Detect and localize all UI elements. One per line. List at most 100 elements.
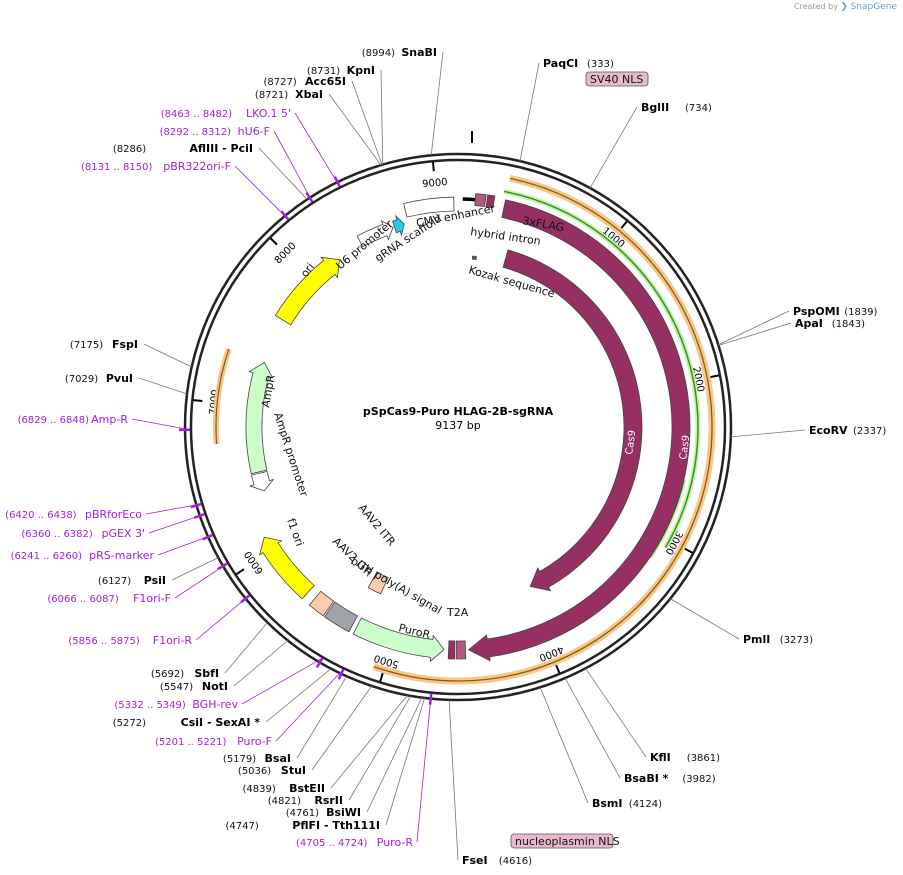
- site-name: XbaI: [295, 88, 323, 101]
- site-fsei: FseI(4616): [462, 854, 532, 867]
- nucleoplasmin-nls-label: nucleoplasmin NLS: [510, 833, 620, 849]
- site-position: (6127): [98, 576, 131, 587]
- site-name: ApaI: [795, 317, 823, 330]
- primer-range: (6829 .. 6848): [18, 415, 90, 426]
- site-apai: ApaI (1843): [795, 317, 865, 330]
- plasmid-name: pSpCas9-Puro HLAG-2B-sgRNA: [363, 405, 554, 418]
- site-leader-line: [448, 699, 459, 861]
- site-leader-line: [296, 676, 348, 759]
- primer-leader-line: [195, 595, 250, 641]
- primer-f1ori-f: F1ori-F(6066 .. 6087): [47, 592, 171, 605]
- site-name: BsmI: [592, 797, 623, 810]
- primer-name: LKO.1 5': [246, 107, 291, 120]
- site-name: PmlI: [743, 633, 770, 646]
- primer-hu6-f: hU6-F (8292 .. 8312): [160, 125, 270, 138]
- site-pflfi-tth111i: PflFI - Tth111I(4747): [226, 819, 380, 832]
- t2a-label: T2A: [446, 606, 469, 619]
- site-xbai: XbaI(8721): [255, 88, 323, 101]
- site-leader-line: [138, 377, 188, 395]
- nls-block: [485, 194, 496, 209]
- site-afliii-pcii: AflIII - PciI(8286): [113, 142, 253, 155]
- credit-brand: SnapGene: [850, 2, 897, 12]
- bgh-polya-block: [323, 601, 358, 633]
- site-leader-line: [351, 80, 383, 165]
- primer-pgex-3: pGEX 3'(6360 .. 6382): [21, 527, 145, 540]
- site-bglii: BglII(734): [641, 101, 712, 114]
- site-name: StuI: [281, 764, 306, 777]
- primer-range: (8292 .. 8312): [160, 127, 232, 138]
- site-name: EcoRV: [809, 424, 848, 437]
- site-name: PspOMI: [793, 305, 840, 318]
- ori-arrow: [274, 256, 340, 326]
- primer-range: (5201 .. 5221): [155, 737, 227, 748]
- site-position: (5036): [238, 766, 271, 777]
- primer-bgh-rev: BGH-rev(5332 .. 5349): [114, 698, 238, 711]
- site-leader-line: [718, 310, 790, 346]
- primer-range: (6360 .. 6382): [21, 529, 93, 540]
- site-position: (3982): [682, 774, 715, 785]
- site-leader-line: [330, 695, 408, 789]
- primer-range: (4705 .. 4724): [296, 838, 368, 849]
- site-position: (8994): [362, 48, 395, 59]
- primer-name: hU6-F: [238, 125, 270, 138]
- primer-range: (6241 .. 6260): [11, 551, 83, 562]
- primer-leader-line: [174, 563, 228, 599]
- site-csii-sexai: CsiI - SexAI *(5272): [113, 716, 261, 729]
- restriction-sites: SnaBI(8994)KpnI(8731)Acc65I(8727)XbaI(87…: [65, 46, 886, 867]
- site-leader-line: [539, 687, 589, 804]
- ampr-arrow: [245, 362, 274, 475]
- tick-mark: [684, 547, 693, 554]
- primer-range: (5856 .. 5875): [68, 636, 140, 647]
- primer-f1ori-r: F1ori-R(5856 .. 5875): [68, 634, 192, 647]
- site-name: PflFI - Tth111I: [292, 819, 380, 832]
- flag-block: [474, 193, 487, 208]
- site-pspomi: PspOMI (1839): [793, 305, 878, 318]
- primer-name: Puro-F: [237, 735, 272, 748]
- orf-line-amp: [215, 348, 230, 445]
- site-position: (1843): [832, 319, 865, 330]
- site-stui: StuI (5036): [238, 764, 306, 777]
- site-name: FseI: [462, 854, 488, 867]
- snapgene-credit: Created by ❯ SnapGene: [794, 2, 897, 12]
- site-snabi: SnaBI (8994): [362, 46, 437, 59]
- tick-label: 9000: [422, 177, 448, 190]
- tick-mark: [709, 374, 720, 379]
- u6-promoter-arrow: [356, 219, 394, 248]
- grna-scaffold-arrow: [392, 214, 405, 237]
- site-rsrii: RsrII(4821): [268, 794, 343, 807]
- primer-leader-line: [416, 693, 432, 843]
- orf-line-outer: [373, 177, 713, 682]
- site-position: (1839): [844, 307, 877, 318]
- sv40-nls-label: SV40 NLS: [585, 71, 649, 87]
- site-position: (4124): [629, 799, 662, 810]
- site-position: (8731): [307, 66, 340, 77]
- site-position: (5692): [151, 669, 184, 680]
- site-position: (7175): [70, 340, 103, 351]
- site-name: BglII: [641, 101, 669, 114]
- site-leader-line: [564, 677, 621, 779]
- site-name: SbfI: [194, 667, 219, 680]
- site-bsai: BsaI(5179): [223, 752, 291, 765]
- site-leader-line: [328, 93, 382, 166]
- site-name: AflIII - PciI: [189, 142, 253, 155]
- site-name: BsaI: [265, 752, 291, 765]
- site-leader-line: [718, 322, 792, 346]
- primer-leader-line: [275, 668, 344, 742]
- site-position: (5272): [113, 718, 146, 729]
- site-name: SnaBI: [401, 46, 437, 59]
- aav2-itr-block-1: [367, 571, 389, 595]
- primer-name: pRS-marker: [89, 549, 154, 562]
- credit-prefix: Created by: [793, 2, 838, 11]
- tick-mark: [620, 220, 628, 230]
- site-leader-line: [171, 557, 219, 581]
- sv40-nls-text: SV40 NLS: [590, 73, 643, 86]
- site-name: PvuI: [106, 372, 133, 385]
- site-name: PsiI: [144, 574, 166, 587]
- site-leader-line: [589, 106, 638, 189]
- hybrid-intron-line: [462, 197, 476, 202]
- cmv-enhancer-block: [403, 196, 455, 218]
- cas9-outer-label: Cas9: [678, 434, 692, 460]
- site-psii: PsiI (6127): [98, 574, 166, 587]
- primer-leader-line: [131, 418, 191, 431]
